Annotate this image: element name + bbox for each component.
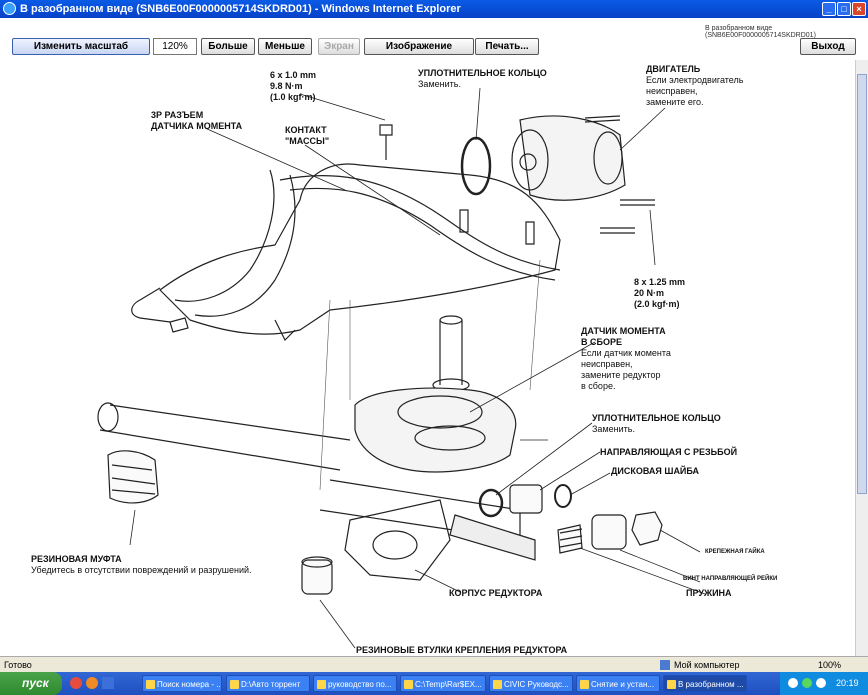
task-temp-folder[interactable]: C:\Temp\Rar$EX... bbox=[400, 675, 486, 692]
boot-label: РЕЗИНОВАЯ МУФТА bbox=[31, 554, 122, 564]
computer-icon bbox=[660, 660, 670, 670]
task-manual[interactable]: руководство по... bbox=[313, 675, 397, 692]
mount-bushings-label: РЕЗИНОВЫЕ ВТУЛКИ КРЕПЛЕНИЯ РЕДУКТОРА bbox=[356, 645, 568, 655]
tray-icon[interactable] bbox=[816, 678, 826, 688]
firefox-icon[interactable] bbox=[86, 677, 98, 689]
boot-note: Убедитесь в отсутствии повреждений и раз… bbox=[31, 565, 252, 575]
opera-icon[interactable] bbox=[70, 677, 82, 689]
oring-lower-label: УПЛОТНИТЕЛЬНОЕ КОЛЬЦО bbox=[592, 413, 721, 423]
connector-label-2: ДАТЧИКА МОМЕНТА bbox=[151, 121, 243, 131]
motor-label: ДВИГАТЕЛЬ bbox=[646, 64, 701, 74]
opera-icon bbox=[146, 680, 155, 689]
task-removal[interactable]: Снятие и устан... bbox=[576, 675, 660, 692]
diagram-drawing bbox=[97, 87, 706, 649]
folder-icon bbox=[404, 680, 413, 689]
ie-icon bbox=[3, 2, 16, 15]
windows-taskbar: пуск Поиск номера - ... D:\Авто торрент … bbox=[0, 672, 868, 695]
task-civic-manual[interactable]: CIVIC Руководс... bbox=[489, 675, 573, 692]
window-title: В разобранном виде (SNB6E00F0000005714SK… bbox=[20, 3, 461, 15]
task-folder-torrent[interactable]: D:\Авто торрент bbox=[226, 675, 310, 692]
quick-launch bbox=[70, 677, 130, 690]
torque-sensor-label-1: ДАТЧИК МОМЕНТА bbox=[581, 326, 666, 336]
bolt-spec-small-torque: 9.8 N·m bbox=[270, 81, 303, 91]
oring-top-label: УПЛОТНИТЕЛЬНОЕ КОЛЬЦО bbox=[418, 68, 547, 78]
vertical-scrollbar[interactable] bbox=[855, 60, 868, 656]
zoom-value: 120% bbox=[153, 38, 197, 55]
torque-sensor-note-1: Если датчик момента bbox=[581, 348, 671, 358]
torque-sensor-label-2: В СБОРЕ bbox=[581, 337, 622, 347]
minimize-button[interactable]: _ bbox=[822, 2, 836, 16]
threaded-guide-label: НАПРАВЛЯЮЩАЯ С РЕЗЬБОЙ bbox=[600, 447, 738, 457]
document-name: В разобранном виде (SNB6E00F0000005714SK… bbox=[705, 25, 816, 39]
ie-icon bbox=[580, 680, 589, 689]
print-button[interactable]: Печать... bbox=[475, 38, 539, 55]
ie-launch-icon[interactable] bbox=[102, 677, 114, 689]
document-icon bbox=[493, 680, 502, 689]
tray-icon[interactable] bbox=[788, 678, 798, 688]
task-search[interactable]: Поиск номера - ... bbox=[142, 675, 222, 692]
ground-label-2: "МАССЫ" bbox=[285, 136, 330, 146]
exploded-view-diagram: 6 x 1.0 mm 9.8 N·m (1.0 kgf·m) УПЛОТНИТЕ… bbox=[0, 60, 855, 656]
ground-label-1: КОНТАКТ bbox=[285, 125, 327, 135]
close-button[interactable]: × bbox=[852, 2, 866, 16]
motor-note-3: замените его. bbox=[646, 97, 704, 107]
connector-label-1: 3Р РАЗЪЕМ bbox=[151, 110, 204, 120]
status-text: Готово bbox=[4, 660, 32, 670]
window-titlebar: В разобранном виде (SNB6E00F0000005714SK… bbox=[0, 0, 868, 18]
security-zone: Мой компьютер bbox=[674, 660, 740, 670]
scrollbar-thumb[interactable] bbox=[857, 74, 867, 494]
image-button[interactable]: Изображение bbox=[364, 38, 474, 55]
zoom-out-button[interactable]: Меньше bbox=[258, 38, 312, 55]
bolt-spec-small-kgf: (1.0 kgf·m) bbox=[270, 92, 316, 102]
oring-top-note: Заменить. bbox=[418, 79, 461, 89]
rack-guide-screw-label: ВИНТ НАПРАВЛЯЮЩЕЙ РЕЙКИ bbox=[683, 576, 778, 582]
change-scale-button[interactable]: Изменить масштаб bbox=[12, 38, 150, 55]
oring-lower-note: Заменить. bbox=[592, 424, 635, 434]
bolt-spec-big-torque: 20 N·m bbox=[634, 288, 665, 298]
zoom-level-status[interactable]: 100% bbox=[818, 660, 842, 670]
motor-note-1: Если электродвигатель bbox=[646, 75, 744, 85]
spring-label: ПРУЖИНА bbox=[686, 588, 732, 598]
maximize-button[interactable]: □ bbox=[837, 2, 851, 16]
disc-washer-label: ДИСКОВАЯ ШАЙБА bbox=[611, 466, 700, 476]
bolt-spec-big-kgf: (2.0 kgf·m) bbox=[634, 299, 680, 309]
bolt-spec-small-size: 6 x 1.0 mm bbox=[270, 70, 317, 80]
tray-icon[interactable] bbox=[802, 678, 812, 688]
lock-nut-label: КРЕПЕЖНАЯ ГАЙКА bbox=[705, 549, 765, 555]
gearbox-housing-label: КОРПУС РЕДУКТОРА bbox=[449, 588, 543, 598]
folder-icon bbox=[230, 680, 239, 689]
torque-sensor-note-4: в сборе. bbox=[581, 381, 616, 391]
bolt-spec-big-size: 8 x 1.25 mm bbox=[634, 277, 686, 287]
torque-sensor-note-3: замените редуктор bbox=[581, 370, 661, 380]
clock[interactable]: 20:19 bbox=[836, 678, 859, 688]
ie-icon bbox=[667, 680, 676, 689]
zoom-in-button[interactable]: Больше bbox=[201, 38, 255, 55]
fit-screen-button[interactable]: Экран bbox=[318, 38, 360, 55]
system-tray: 20:19 bbox=[780, 672, 868, 695]
document-icon bbox=[317, 680, 326, 689]
torque-sensor-note-2: неисправен, bbox=[581, 359, 633, 369]
start-button[interactable]: пуск bbox=[0, 672, 62, 695]
task-exploded-view[interactable]: В разобранном ... bbox=[663, 675, 747, 692]
exit-button[interactable]: Выход bbox=[800, 38, 856, 55]
status-bar: Готово Мой компьютер 100% bbox=[0, 656, 868, 673]
motor-note-2: неисправен, bbox=[646, 86, 698, 96]
